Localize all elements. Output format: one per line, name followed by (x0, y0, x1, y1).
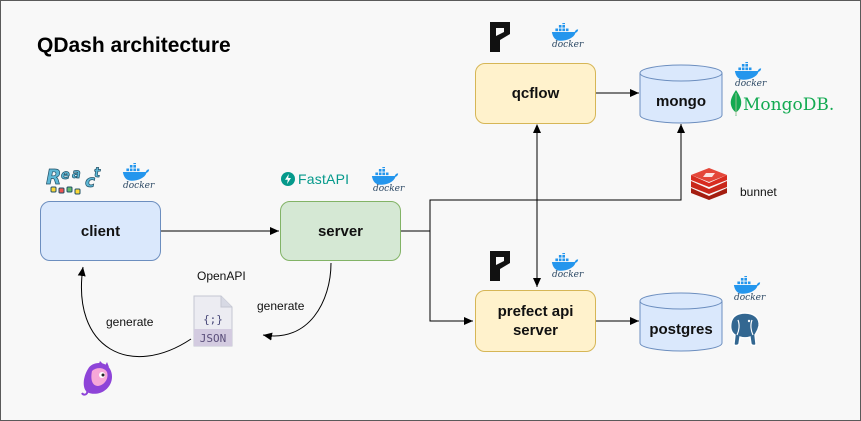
docker-text-server: docker (373, 184, 405, 194)
svg-text:e: e (61, 168, 70, 183)
bunnet-label: bunnet (740, 185, 777, 199)
json-text: JSON (200, 332, 227, 345)
json-file-icon: {;} JSON (193, 295, 233, 347)
docker-text-postgres: docker (734, 293, 766, 303)
mongo-database-cylinder (639, 64, 723, 124)
docker-icon-postgres (733, 276, 761, 294)
docker-text-client: docker (123, 181, 155, 191)
server-to-prefect-arrow (429, 231, 473, 325)
docker-icon-qcflow (551, 23, 579, 41)
prefect-api-server-node[interactable]: prefect api server (475, 290, 596, 352)
docker-text-prefect: docker (552, 270, 584, 280)
fastapi-logo (281, 172, 295, 186)
json-braces-text: {;} (203, 313, 223, 326)
generate-openapi-to-client-curve (77, 266, 192, 357)
redis-icon (691, 168, 727, 200)
mongo-label: mongo (656, 93, 706, 110)
generate-right-label: generate (257, 299, 305, 313)
postgres-label: postgres (649, 321, 713, 338)
client-label: client (80, 222, 121, 240)
generate-left-label: generate (106, 315, 154, 329)
svg-text:t: t (94, 166, 101, 181)
client-node[interactable]: client (40, 201, 161, 261)
fastapi-text: FastAPI (298, 171, 350, 187)
react-logo: R e a c t (46, 165, 101, 195)
diagram-title: QDash architecture (37, 34, 231, 57)
server-node[interactable]: server (280, 201, 401, 261)
server-to-mongo-connector (401, 124, 685, 232)
openapi-label: OpenAPI (197, 269, 246, 283)
qcflow-label: qcflow (511, 85, 560, 102)
prefect-logo-prefect (490, 251, 510, 281)
server-label: server (317, 222, 364, 240)
prefect-label-line1: prefect api (497, 303, 574, 320)
docker-icon-client (122, 163, 150, 181)
postgres-database-cylinder (639, 292, 723, 352)
prefect-label-line2: server (512, 322, 559, 339)
docker-icon-prefect (551, 253, 579, 271)
svg-text:c: c (85, 172, 95, 192)
postgresql-elephant-icon (730, 312, 760, 347)
svg-text:R: R (46, 165, 61, 189)
generate-server-to-openapi-curve (262, 262, 332, 341)
docker-icon-server (371, 167, 399, 185)
docker-icon-mongo (734, 62, 762, 80)
prefect-logo-qcflow (490, 22, 510, 52)
mongodb-leaf-icon (730, 90, 742, 116)
mongodb-text: MongoDB. (743, 95, 835, 115)
qcflow-node[interactable]: qcflow (475, 63, 596, 124)
docker-text-qcflow: docker (552, 40, 584, 50)
svg-text:a: a (72, 167, 81, 182)
docker-text-mongo: docker (735, 79, 767, 89)
openapi-generator-logo (81, 361, 112, 396)
